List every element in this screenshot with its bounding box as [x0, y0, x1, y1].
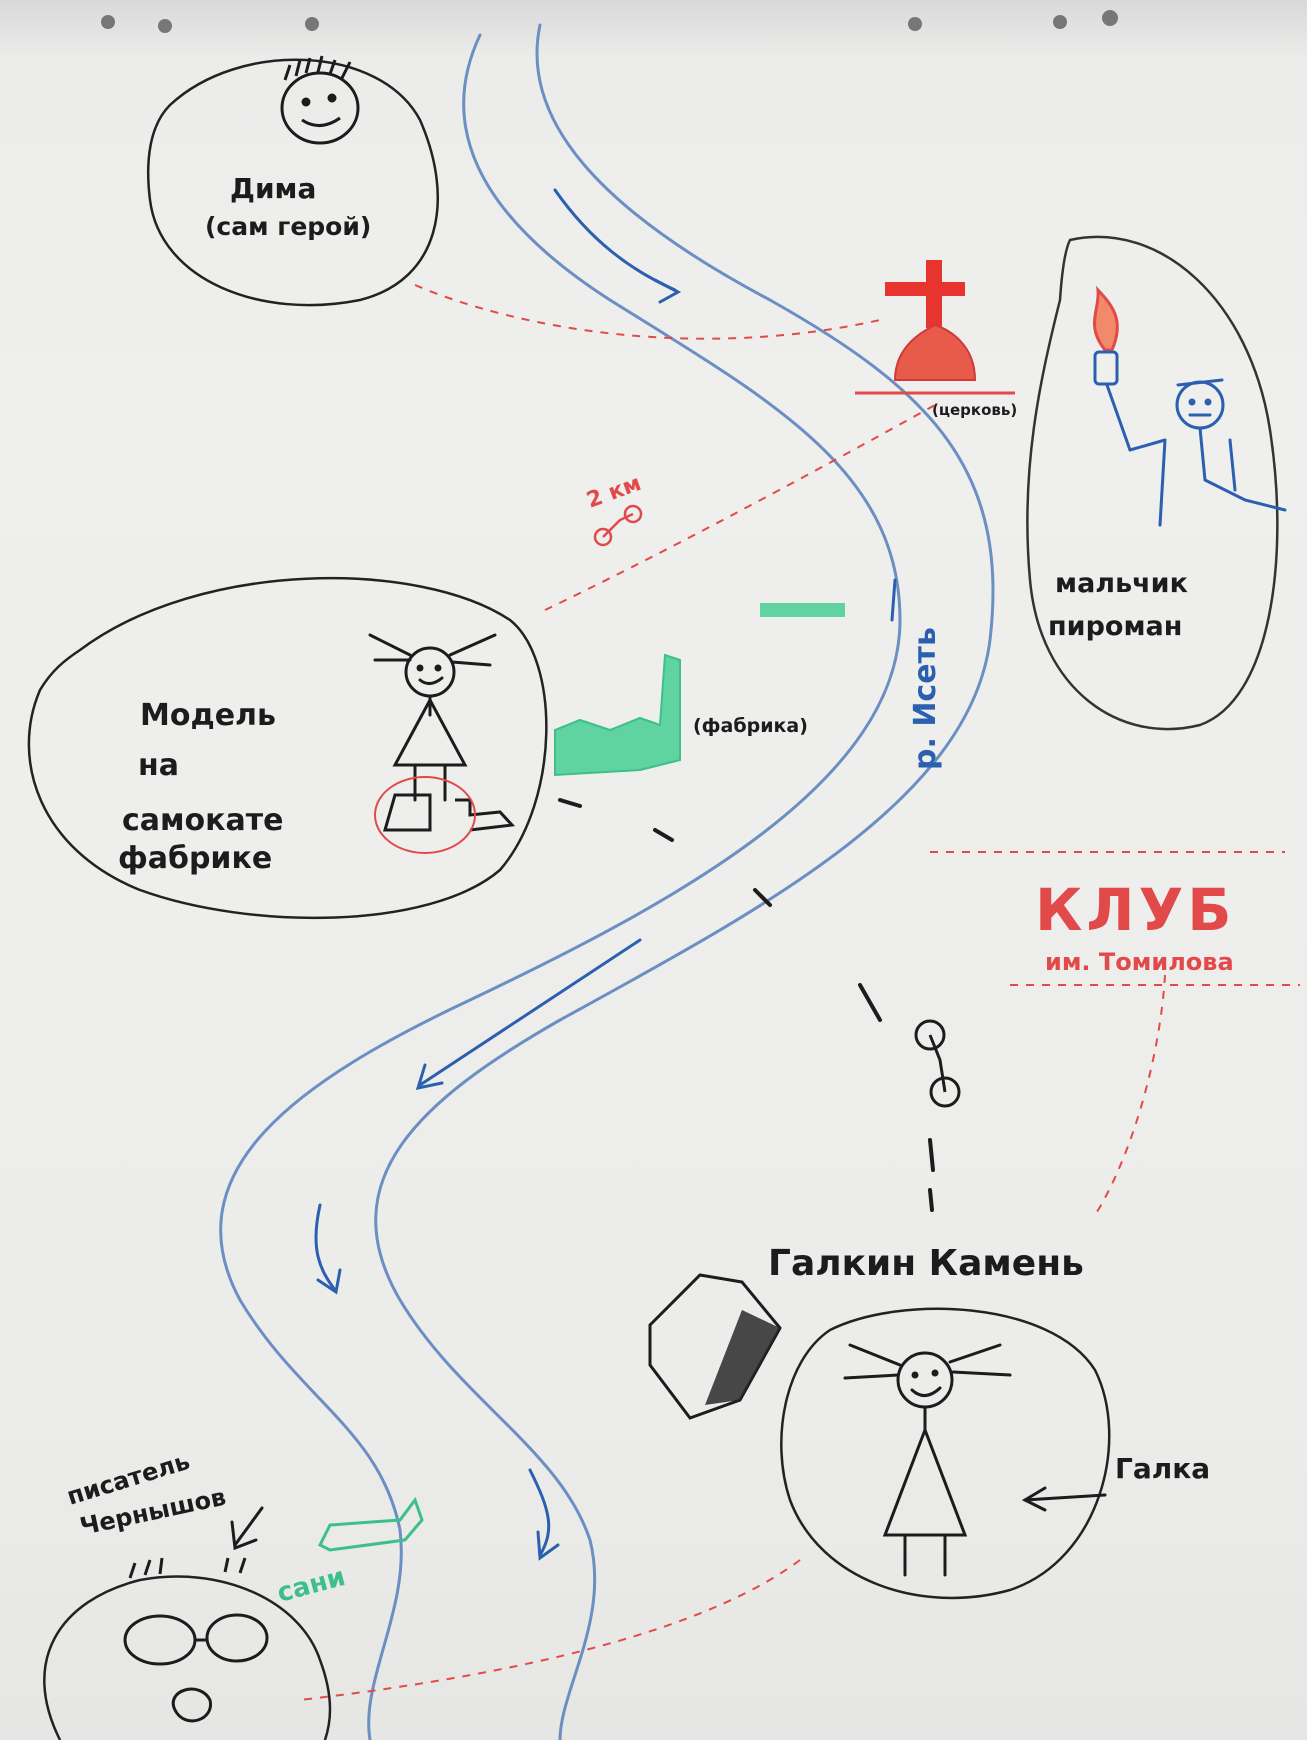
bicycle-icon [914, 1019, 961, 1108]
model-line3: самокате [122, 803, 284, 838]
model-figure-icon [368, 633, 497, 802]
relation-lines [299, 284, 1300, 1701]
galkin-label: Галкин Камень [768, 1243, 1084, 1284]
dima-face-icon [280, 55, 360, 145]
church-label: (церковь) [932, 401, 1017, 419]
river-label: р. Исеть [908, 627, 943, 770]
distance-bike-icon [593, 504, 643, 547]
sled-icon [317, 1496, 424, 1552]
galka-bubble [780, 1307, 1111, 1600]
model-line2: на [138, 748, 179, 783]
factory-icon [554, 603, 845, 777]
model-bubble [27, 576, 548, 920]
writer-bubble [43, 1557, 332, 1740]
model-line4: фабрике [118, 841, 272, 876]
boy-label-line2: пироман [1048, 611, 1182, 642]
road-dashes [558, 798, 935, 1212]
model-line1: Модель [140, 698, 276, 733]
boy-bubble [1026, 235, 1287, 731]
writer-glasses-icon [123, 1557, 269, 1723]
club-label-line1: КЛУБ [1035, 876, 1236, 944]
punch-holes [101, 10, 1118, 33]
dima-subtitle: (сам герой) [205, 212, 371, 241]
factory-label: (фабрика) [693, 715, 808, 737]
scooter-highlight [374, 776, 476, 854]
boy-label-line1: мальчик [1055, 568, 1188, 599]
writer-arrow-icon [230, 1506, 264, 1551]
river-iset [219, 23, 995, 1740]
church-icon [855, 260, 1015, 395]
galka-arrow-icon [1021, 1486, 1107, 1512]
club-label-line2: им. Томилова [1045, 948, 1234, 976]
stone-icon [648, 1273, 782, 1420]
scooter-icon [383, 793, 516, 832]
dima-bubble [146, 55, 439, 307]
galka-figure-icon [843, 1343, 1012, 1577]
galka-label: Галка [1115, 1452, 1210, 1485]
boy-figure-icon [1093, 350, 1287, 527]
dima-name: Дима [230, 172, 316, 205]
torch-flame-icon [1093, 285, 1119, 352]
flow-arrows [314, 188, 897, 1561]
sani-label: сани [274, 1562, 349, 1609]
